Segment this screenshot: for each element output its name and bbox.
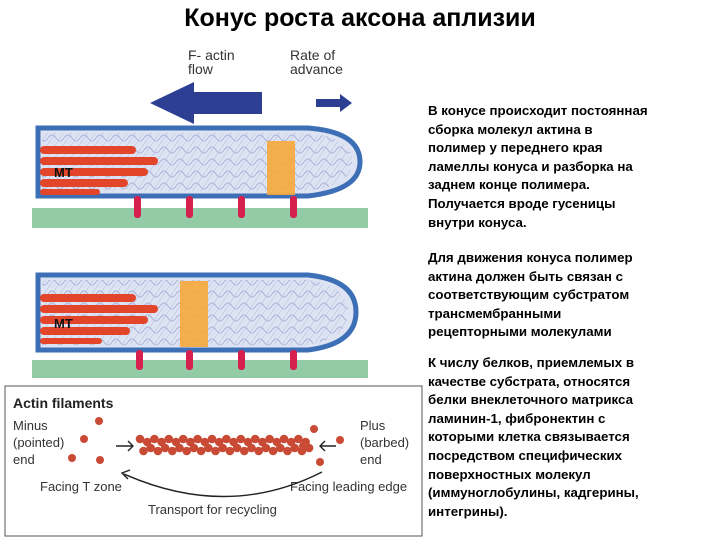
flow-legend: F- actin flow Rate of advance: [150, 47, 352, 124]
microtubules-bottom: [40, 294, 158, 344]
actin-panel-heading: Actin filaments: [13, 395, 114, 411]
mt-label-bottom: МТ: [54, 316, 73, 331]
substrate-bottom: [32, 360, 368, 378]
free-monomers: [68, 417, 344, 466]
factin-flow-arrow-icon: [150, 82, 262, 124]
receptors-bottom: [136, 350, 297, 370]
plus-end-label-3: end: [360, 452, 382, 467]
recycling-arrows: [116, 440, 336, 498]
receptors-top: [134, 196, 297, 218]
growth-cone-bottom: МТ: [32, 272, 368, 378]
actin-band-top: [267, 141, 295, 195]
transport-for-recycling-label: Transport for recycling: [148, 502, 277, 517]
microtubules-top: [40, 146, 158, 195]
actin-filaments-panel: Actin filaments Minus (pointed) end Plus…: [4, 385, 423, 537]
paragraph-substrate-binding: Для движения конуса полимер актина долже…: [428, 250, 633, 340]
rate-of-advance-label-2: advance: [290, 61, 343, 77]
actin-filament-beads: [135, 434, 314, 456]
facing-leading-edge-label: Facing leading edge: [290, 479, 407, 494]
factin-flow-label-2: flow: [188, 61, 214, 77]
actin-band-bottom: [180, 281, 208, 347]
paragraph-ecm-proteins: К числу белков, приемлемых в качестве су…: [428, 355, 639, 519]
minus-end-label-2: (pointed): [13, 435, 64, 450]
slide-title: Конус роста аксона аплизии: [184, 4, 536, 32]
advance-arrow-icon: [316, 94, 352, 112]
factin-flow-label: F- actin: [188, 47, 235, 63]
plus-end-label-2: (barbed): [360, 435, 409, 450]
substrate-top: [32, 208, 368, 228]
paragraph-actin-assembly: В конусе происходит постоянная сборка мо…: [428, 103, 648, 230]
facing-t-zone-label: Facing T zone: [40, 479, 122, 494]
growth-cone-top: МТ: [32, 125, 368, 228]
minus-end-label: Minus: [13, 418, 48, 433]
minus-end-label-3: end: [13, 452, 35, 467]
mt-label-top: МТ: [54, 165, 73, 180]
plus-end-label: Plus: [360, 418, 386, 433]
rate-of-advance-label: Rate of: [290, 47, 335, 63]
